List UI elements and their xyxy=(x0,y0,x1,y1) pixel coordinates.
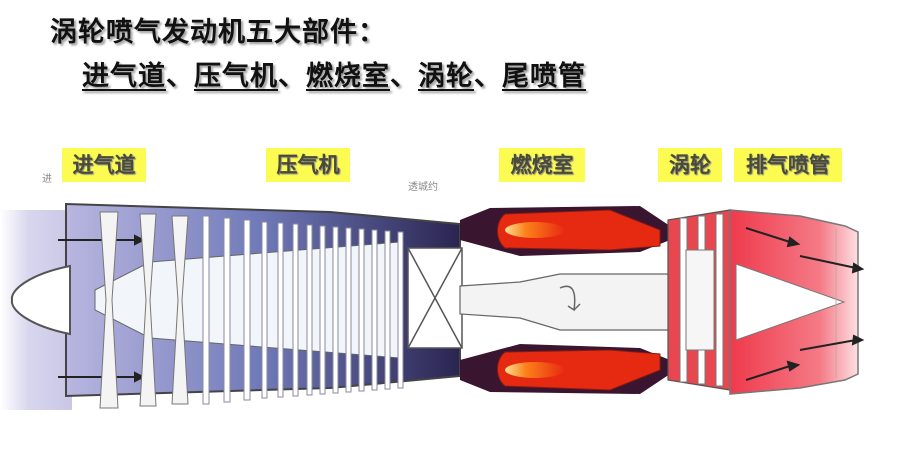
nose-spinner xyxy=(10,264,71,336)
inlet-arrows xyxy=(58,234,146,383)
label-compressor: 压气机 xyxy=(266,148,350,182)
turbojet-cutaway-diagram xyxy=(0,202,865,410)
front-compressor-stages xyxy=(99,211,189,409)
separator: 、 xyxy=(166,61,194,92)
separator: 、 xyxy=(390,61,418,92)
separator: 、 xyxy=(278,61,306,92)
part-inlet: 进气道 xyxy=(82,61,166,92)
label-combustor: 燃烧室 xyxy=(499,148,585,182)
part-turbine: 涡轮 xyxy=(418,61,474,92)
separator: 、 xyxy=(474,61,502,92)
faint-note: 透城约 xyxy=(408,182,438,193)
part-combustor: 燃烧室 xyxy=(306,61,390,92)
part-compressor: 压气机 xyxy=(194,61,278,92)
diffuser-frame xyxy=(407,247,463,349)
turbine-stages xyxy=(679,213,724,387)
faint-marker: 进 xyxy=(42,174,52,185)
label-turbine: 涡轮 xyxy=(658,148,722,182)
component-list: 进气道、压气机、燃烧室、涡轮、尾喷管 xyxy=(82,54,586,93)
combustor-bottom xyxy=(460,344,670,394)
combustor-top xyxy=(460,206,670,256)
label-exhaust: 排气喷管 xyxy=(734,148,842,182)
part-nozzle: 尾喷管 xyxy=(502,61,586,92)
label-inlet: 进气道 xyxy=(62,148,146,182)
page-title: 涡轮喷气发动机五大部件： xyxy=(50,17,386,48)
exhaust-arrows xyxy=(745,227,865,381)
rotation-arrow-icon xyxy=(559,285,581,312)
compressor-blades xyxy=(202,215,404,405)
exhaust-cone xyxy=(735,263,846,341)
